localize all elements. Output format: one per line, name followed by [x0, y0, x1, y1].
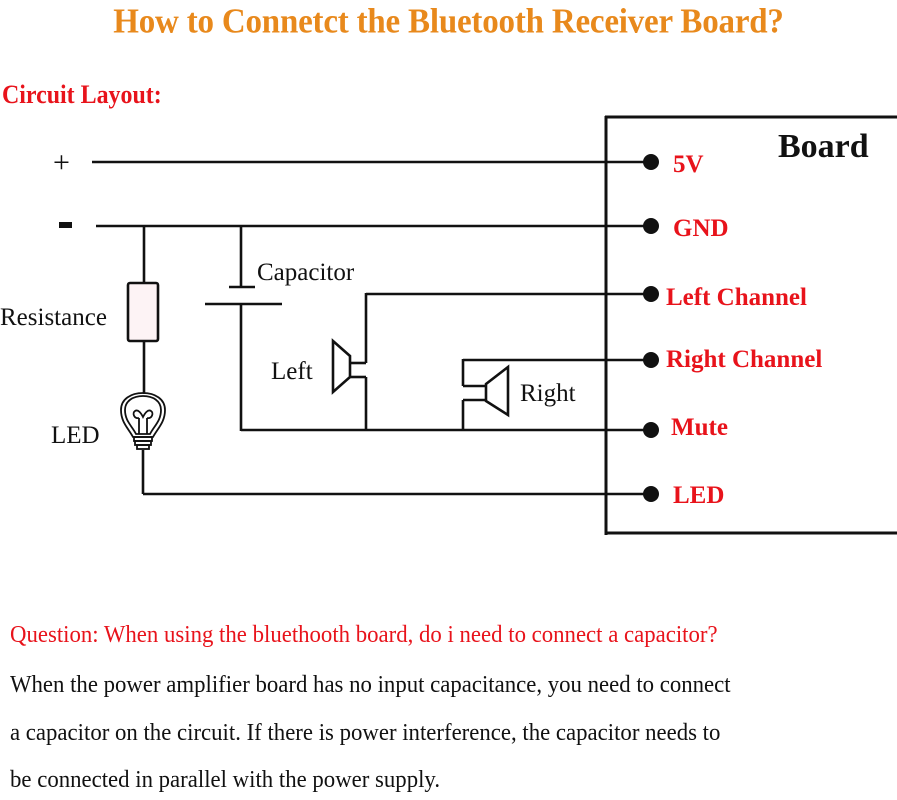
right-speaker-icon — [463, 364, 510, 418]
pin-label-right-channel: Right Channel — [666, 346, 822, 373]
question-text: Question: When using the bluethooth boar… — [10, 621, 718, 648]
pin-dot-gnd — [643, 218, 659, 234]
plus-terminal-symbol: + — [53, 146, 70, 179]
answer-line: a capacitor on the circuit. If there is … — [10, 719, 721, 746]
led-label: LED — [51, 422, 100, 449]
pin-label-gnd: GND — [673, 215, 729, 242]
pin-label-led: LED — [673, 482, 724, 509]
led-bulb-icon — [120, 392, 166, 450]
board-title: Board — [778, 128, 869, 165]
pin-dot-mute — [643, 422, 659, 438]
resistor-symbol — [126, 281, 160, 343]
pin-label-mute: Mute — [671, 414, 728, 441]
pin-dot-5v — [643, 154, 659, 170]
circuit-diagram: + Board 5V GND Left Channel Right Channe… — [0, 115, 897, 535]
board-outline — [604, 115, 897, 535]
right-speaker-label: Right — [520, 380, 576, 407]
left-speaker-label: Left — [271, 358, 313, 385]
resistor-label: Resistance — [0, 304, 107, 331]
left-speaker-icon — [331, 338, 366, 395]
pin-dot-right-channel — [643, 352, 659, 368]
answer-line: When the power amplifier board has no in… — [10, 671, 731, 698]
minus-terminal-symbol — [59, 222, 72, 228]
answer-line: be connected in parallel with the power … — [10, 766, 441, 793]
capacitor-label: Capacitor — [257, 259, 355, 286]
pin-dot-led — [643, 486, 659, 502]
pin-label-left-channel: Left Channel — [666, 284, 807, 311]
page-title: How to Connetct the Bluetooth Receiver B… — [113, 3, 784, 41]
pin-label-5v: 5V — [673, 151, 704, 178]
section-label-circuit-layout: Circuit Layout: — [2, 80, 162, 109]
pin-dot-left-channel — [643, 286, 659, 302]
